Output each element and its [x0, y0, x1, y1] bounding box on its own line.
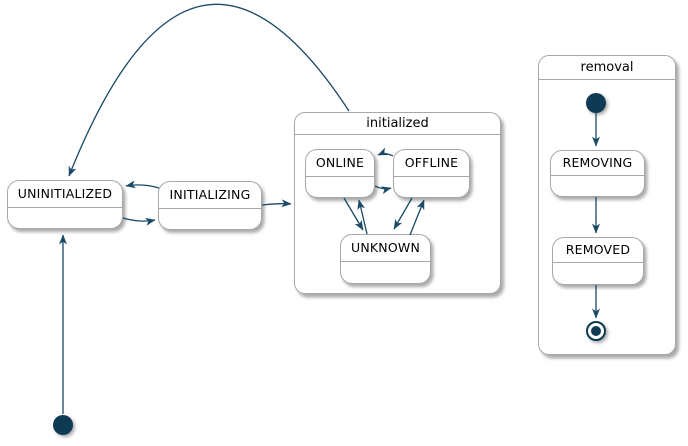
state-offline: OFFLINE — [393, 149, 470, 198]
state-offline-label: OFFLINE — [394, 150, 469, 177]
state-uninitialized-label: UNINITIALIZED — [8, 181, 122, 208]
state-removed-label: REMOVED — [553, 238, 643, 263]
edge-initializing-to-initialized — [261, 199, 292, 208]
state-removed: REMOVED — [552, 237, 644, 285]
state-unknown: UNKNOWN — [340, 234, 431, 284]
composite-state-removal-title: removal — [539, 56, 675, 80]
state-removing-label: REMOVING — [551, 151, 644, 176]
state-initializing: INITIALIZING — [158, 181, 262, 230]
state-online-label: ONLINE — [306, 150, 374, 177]
composite-state-initialized-title: initialized — [295, 113, 500, 135]
composite-state-removal: removal — [538, 55, 676, 355]
edge-initializing-to-uninitialized — [125, 180, 160, 189]
edge-uninitialized-to-initializing — [122, 217, 156, 226]
state-uninitialized: UNINITIALIZED — [7, 180, 123, 229]
state-initializing-label: INITIALIZING — [159, 182, 261, 209]
initial-state-dot-main — [53, 415, 73, 435]
state-online: ONLINE — [305, 149, 375, 198]
state-unknown-label: UNKNOWN — [341, 235, 430, 262]
state-removing: REMOVING — [550, 150, 645, 197]
